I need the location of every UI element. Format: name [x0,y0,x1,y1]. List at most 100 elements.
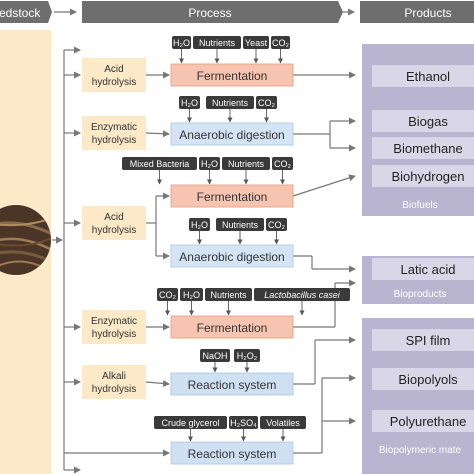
pretreatment-line1-1: Enzymatic [91,122,137,133]
input-chip-label-2-1: H₂O [201,159,218,169]
pretreatment-line1-2: Acid [104,212,123,223]
input-chip-3-0 [189,218,210,231]
input-chip-0-1 [193,36,241,49]
product-item-label-2-0: SPI film [406,333,451,348]
process-header-bar [82,1,343,23]
pretreatment-line2-0: hydrolysis [92,77,136,88]
input-chip-6-0 [154,416,227,429]
process-label-0: Fermentation [197,69,268,83]
process-box-4 [170,315,294,339]
input-chip-1-0 [179,96,200,109]
input-chip-label-4-3: Lactobacillus casei [264,290,341,300]
input-chip-1-2 [256,96,277,109]
pre1-to-proc1 [145,130,170,138]
product-item-2-1 [372,368,474,390]
process-box-0 [170,63,294,87]
product-item-0-2 [372,137,474,159]
product-item-2-0 [372,329,474,351]
process-box-2 [170,184,294,208]
feedstock-header-label: edstock [0,6,41,20]
input-chip-4-3 [254,288,350,301]
input-chip-label-1-0: H₂O [181,98,198,108]
pretreatment-line2-3: hydrolysis [92,329,136,340]
input-chip-label-3-0: H₂O [191,220,208,230]
input-chip-4-1 [180,288,203,301]
products-header-bar [360,1,474,23]
product-item-2-2 [372,410,474,432]
product-item-label-0-1: Biogas [408,114,448,129]
product-item-label-1-0: Latic acid [401,262,456,277]
process-label-2: Fermentation [197,190,268,204]
pretreatment-line2-1: hydrolysis [92,135,136,146]
input-chip-label-1-2: CO₂ [258,98,276,108]
input-chip-label-2-2: Nutrients [228,159,265,169]
input-chip-label-1-1: Nutrients [212,98,249,108]
input-chip-label-6-1: H₂SO₄ [230,418,257,428]
input-chip-6-2 [260,416,306,429]
input-chip-label-3-1: Nutrients [222,220,259,230]
input-chip-label-0-1: Nutrients [199,38,236,48]
process-label-6: Reaction system [188,447,277,461]
input-chip-2-2 [222,157,270,170]
input-chip-2-3 [272,157,293,170]
input-chip-label-4-0: CO₂ [159,290,177,300]
product-item-label-0-3: Biohydrogen [392,169,465,184]
product-group-label-2: Biopolymeric mate [379,445,462,456]
pretreatment-line1-0: Acid [104,64,123,75]
input-chip-3-2 [266,218,287,231]
input-chip-0-2 [243,36,269,49]
input-chip-label-6-2: Volatiles [266,418,300,428]
input-chip-label-3-2: CO₂ [268,220,286,230]
input-chip-label-6-0: Crude glycerol [161,418,219,428]
input-chip-5-1 [234,349,260,362]
input-chip-label-0-3: CO₂ [272,38,290,48]
input-chip-0-3 [271,36,290,49]
feedstock-header-bar [0,1,52,23]
input-chip-4-2 [205,288,252,301]
product-group-label-0: Biofuels [402,200,438,211]
pretreatment-box-1 [82,116,146,150]
process-box-3 [170,244,294,268]
process-label-1: Anaerobic digestion [179,128,284,142]
pretreatment-box-3 [82,310,146,344]
pretreatment-line2-4: hydrolysis [92,384,136,395]
input-chip-label-0-0: H₂O [173,38,190,48]
product-item-0-1 [372,110,474,132]
pre4-to-proc5 [145,379,170,387]
product-item-label-0-2: Biomethane [393,141,462,156]
input-chip-0-0 [172,36,191,49]
process-header-label: Process [188,6,231,20]
product-group-label-1: Bioproducts [394,289,447,300]
pretreatment-box-4 [82,365,146,399]
pretreatment-line2-2: hydrolysis [92,225,136,236]
input-chip-3-1 [216,218,264,231]
product-column: EthanolBiogasBiomethaneBiohydrogenBiofue… [362,44,474,474]
process-box-5 [170,372,294,396]
process-label-5: Reaction system [188,378,277,392]
pretreatment-line1-3: Enzymatic [91,316,137,327]
input-chip-label-4-2: Nutrients [210,290,247,300]
proc2-to-biohydrogen [292,174,356,197]
pretreatment-line1-4: Alkali [102,371,126,382]
input-chip-label-4-1: H₂O [183,290,200,300]
product-item-label-0-0: Ethanol [406,69,450,84]
product-item-0-3 [372,165,474,187]
input-chip-5-0 [200,349,230,362]
process-box-1 [170,122,294,146]
connectors [64,71,356,457]
process-label-3: Anaerobic digestion [179,250,284,264]
input-chip-label-2-3: CO₂ [274,159,292,169]
input-chip-label-0-2: Yeast [245,38,268,48]
products-header-label: Products [404,6,451,20]
input-chip-label-5-0: NaOH [202,351,227,361]
input-chip-label-5-1: H₂O₂ [237,351,258,361]
product-item-0-0 [372,65,474,87]
input-chip-2-1 [199,157,220,170]
pretreatment-box-0 [82,58,146,92]
input-chip-6-1 [229,416,258,429]
input-chip-2-0 [122,157,197,170]
pretreatment-column: AcidhydrolysisEnzymatichydrolysisAcidhyd… [82,58,146,399]
